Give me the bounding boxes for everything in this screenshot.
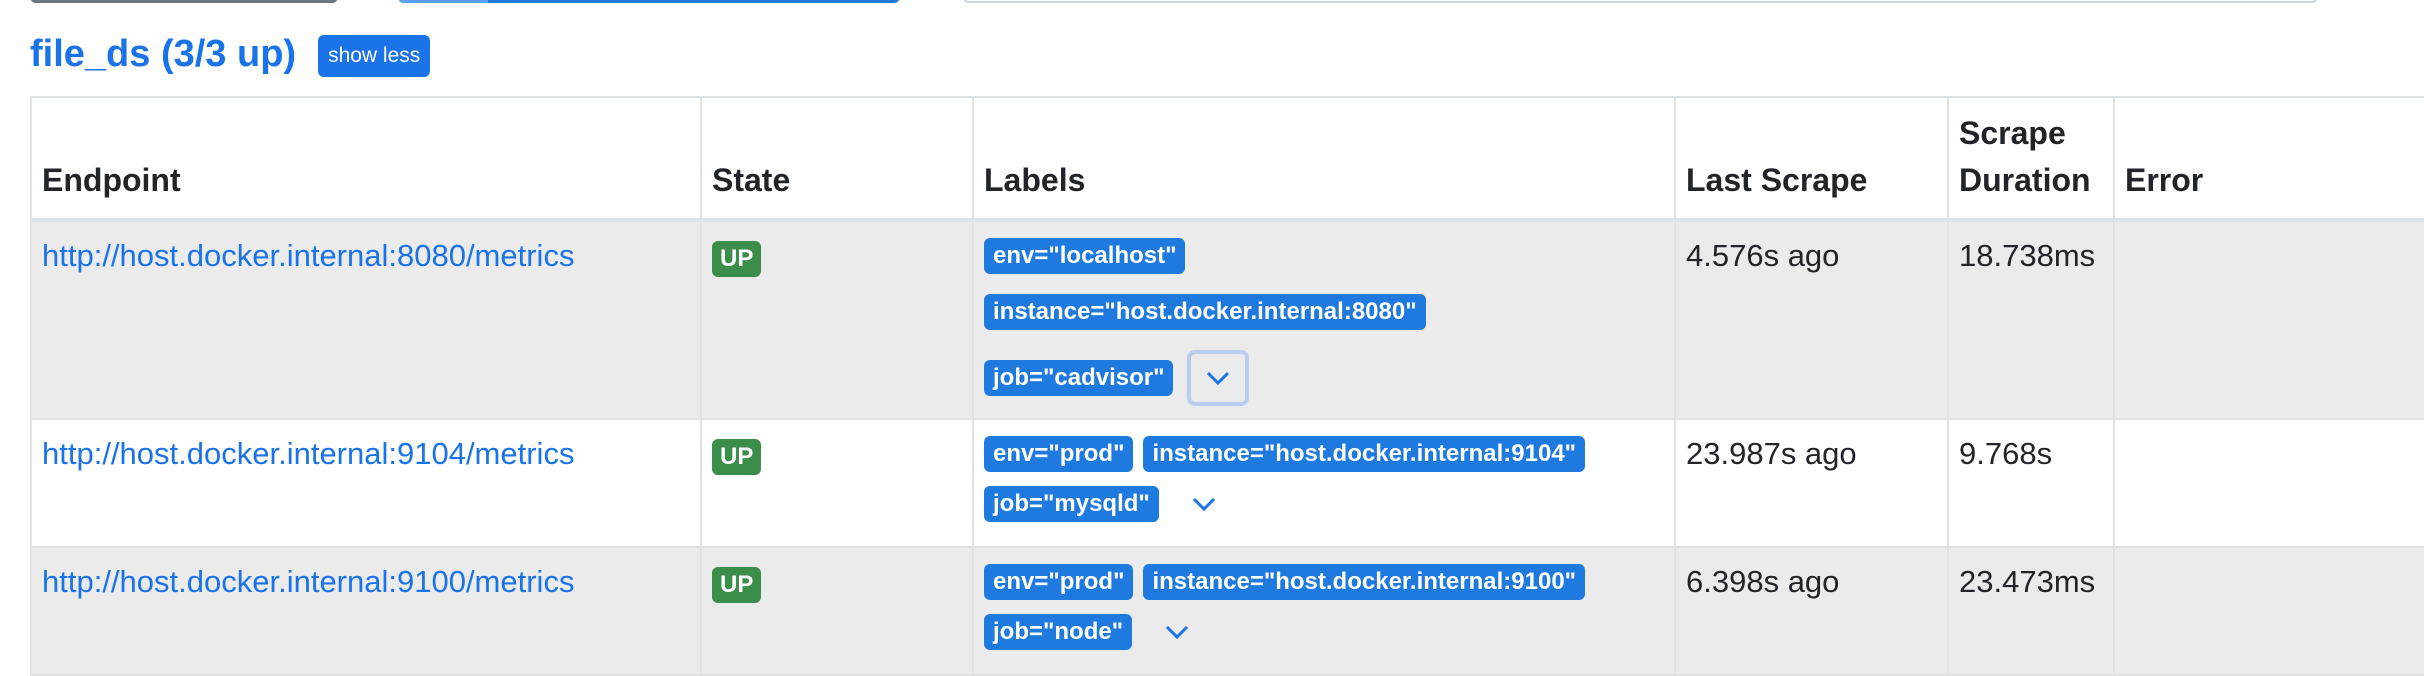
- last-scrape-cell: 6.398s ago: [1674, 546, 1949, 676]
- column-header-state: State: [700, 96, 974, 222]
- table-row: http://host.docker.internal:9100/metrics…: [30, 546, 2424, 676]
- table-row: http://host.docker.internal:8080/metrics…: [30, 219, 2424, 420]
- labels-cell: env="prod" instance="host.docker.interna…: [972, 546, 1676, 676]
- label-badge: env="prod": [984, 564, 1134, 600]
- scrape-pool-title[interactable]: file_ds (3/3 up): [30, 32, 297, 75]
- label-badge: job="mysqld": [984, 486, 1159, 522]
- column-header-endpoint: Endpoint: [30, 96, 702, 222]
- error-cell: [2113, 546, 2424, 676]
- state-cell: UP: [700, 219, 974, 420]
- label-badge: env="prod": [984, 436, 1134, 472]
- state-badge: UP: [712, 439, 762, 475]
- endpoint-cell: http://host.docker.internal:9104/metrics: [30, 418, 702, 548]
- error-cell: [2113, 418, 2424, 548]
- scrape-duration-cell: 9.768s: [1947, 418, 2115, 548]
- top-controls: [0, 0, 2424, 8]
- state-badge: UP: [712, 567, 762, 603]
- state-badge: UP: [712, 241, 762, 277]
- table-row: http://host.docker.internal:9104/metrics…: [30, 418, 2424, 548]
- chevron-down-icon: [1166, 625, 1189, 639]
- scrape-duration-cell: 23.473ms: [1947, 546, 2115, 676]
- labels-cell: env="prod" instance="host.docker.interna…: [972, 418, 1676, 548]
- column-header-last-scrape: Last Scrape: [1674, 96, 1949, 222]
- targets-table: Endpoint State Labels Last Scrape Scrape…: [30, 96, 2424, 676]
- label-badge: job="cadvisor": [984, 360, 1174, 396]
- label-badge: instance="host.docker.internal:9104": [1143, 436, 1586, 472]
- last-scrape-cell: 23.987s ago: [1674, 418, 1949, 548]
- last-scrape-cell: 4.576s ago: [1674, 219, 1949, 420]
- top-search-input[interactable]: [963, 0, 2318, 3]
- show-less-button[interactable]: show less: [318, 35, 431, 77]
- endpoint-link[interactable]: http://host.docker.internal:9104/metrics: [42, 436, 575, 471]
- top-blue-button[interactable]: [398, 0, 900, 3]
- label-badge: env="localhost": [984, 238, 1186, 274]
- endpoint-link[interactable]: http://host.docker.internal:8080/metrics: [42, 238, 575, 273]
- column-header-error: Error: [2113, 96, 2424, 222]
- table-header-row: Endpoint State Labels Last Scrape Scrape…: [30, 96, 2424, 222]
- scrape-pool-header: file_ds (3/3 up) show less: [30, 24, 431, 84]
- scrape-duration-header-line2: Duration: [1959, 162, 2091, 198]
- chevron-down-icon: [1192, 497, 1215, 511]
- scrape-duration-header-line1: Scrape: [1959, 115, 2066, 151]
- column-header-labels: Labels: [972, 96, 1676, 222]
- endpoint-link[interactable]: http://host.docker.internal:9100/metrics: [42, 564, 575, 599]
- endpoint-cell: http://host.docker.internal:9100/metrics: [30, 546, 702, 676]
- scrape-duration-cell: 18.738ms: [1947, 219, 2115, 420]
- labels-cell: env="localhost" instance="host.docker.in…: [972, 219, 1676, 420]
- label-badge: job="node": [984, 614, 1133, 650]
- expand-labels-button[interactable]: [1173, 486, 1235, 522]
- error-cell: [2113, 219, 2424, 420]
- expand-labels-button[interactable]: [1146, 614, 1208, 650]
- expand-labels-button[interactable]: [1187, 350, 1250, 406]
- state-cell: UP: [700, 418, 974, 548]
- endpoint-cell: http://host.docker.internal:8080/metrics: [30, 219, 702, 420]
- label-badge: instance="host.docker.internal:8080": [984, 294, 1426, 330]
- top-blue-button-segment[interactable]: [398, 0, 488, 3]
- top-gray-button[interactable]: [30, 0, 338, 3]
- state-cell: UP: [700, 546, 974, 676]
- chevron-down-icon: [1207, 371, 1230, 385]
- label-badge: instance="host.docker.internal:9100": [1143, 564, 1586, 600]
